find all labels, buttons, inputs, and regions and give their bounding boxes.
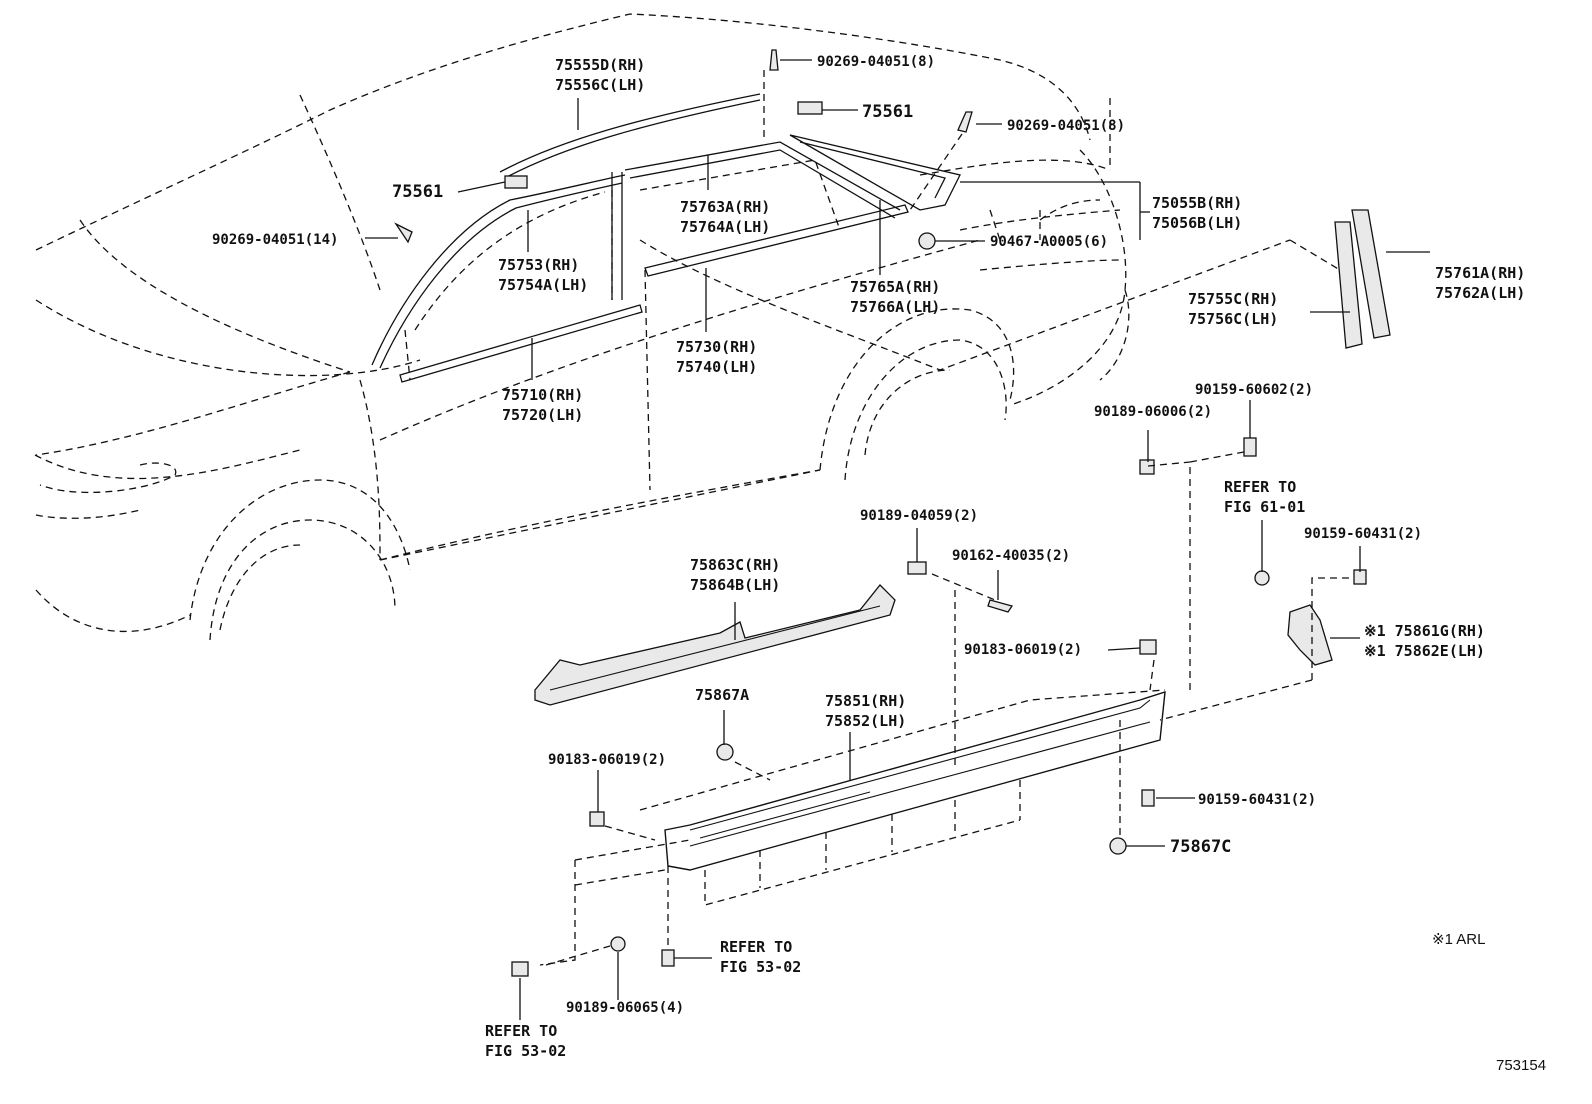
rear-door-frame-moulding [624,141,901,211]
pin-90269-mid [957,111,973,133]
nut-90189-06006 [1139,459,1155,475]
label-75851: 75851(RH) [825,692,906,710]
screw-90162 [987,599,1014,613]
label-75753: 75753(RH) [498,256,579,274]
label-75720: 75720(LH) [502,406,583,424]
quarter-window-moulding [789,134,961,211]
label-75864b: 75864B(LH) [690,576,780,594]
label-75555d: 75555D(RH) [555,56,645,74]
label-75561-top: 75561 [862,102,913,122]
nut-fig61 [1254,570,1270,586]
label-refer-61-line2: FIG 61-01 [1224,498,1305,516]
label-75764a: 75764A(LH) [680,218,770,236]
label-75766a: 75766A(LH) [850,298,940,316]
leader-lines [365,59,1430,1020]
bolt-90159-60431-bottom [1141,789,1155,807]
callout-labels: 75555D(RH) 75556C(LH) 75561 75561 90269-… [212,54,1546,1074]
label-90183-left: 90183-06019(2) [548,752,666,768]
window-mouldings [371,93,961,383]
nut-90183-right [1139,639,1157,655]
label-75056b: 75056B(LH) [1152,214,1242,232]
rocker-panel-parts [534,209,1391,871]
label-75710: 75710(RH) [502,386,583,404]
label-75756c: 75756C(LH) [1188,310,1278,328]
label-75561-left: 75561 [392,182,443,202]
nut-90189-04059 [907,561,927,575]
legend-note: ※1 ARL [1432,931,1485,948]
label-refer-53-right-line1: REFER TO [720,938,792,956]
label-75867c: 75867C [1170,837,1231,857]
label-90269-top: 90269-04051(8) [817,54,935,70]
nut-90183-left [589,811,605,827]
door-frame-garnish-75761 [1351,209,1391,339]
pin-90269-left [394,222,413,244]
label-75861g: ※1 75861G(RH) [1364,622,1485,640]
clip-75561-top [797,101,823,115]
label-90159-60431-top: 90159-60431(2) [1304,526,1422,542]
clip-75867c [1109,837,1127,855]
rear-belt-moulding [644,204,909,277]
label-75867a: 75867A [695,686,749,704]
label-75765a: 75765A(RH) [850,278,940,296]
bolt-90159-60602 [1243,437,1257,457]
label-75852: 75852(LH) [825,712,906,730]
label-75762a: 75762A(LH) [1435,284,1525,302]
label-75763a: 75763A(RH) [680,198,770,216]
label-90183-right: 90183-06019(2) [964,642,1082,658]
label-75755c: 75755C(RH) [1188,290,1278,308]
front-door-frame-moulding [371,174,626,366]
label-75730: 75730(RH) [676,338,757,356]
label-90162: 90162-40035(2) [952,548,1070,564]
bolt-90159-60431-top [1353,569,1367,585]
label-refer-53-left-line2: FIG 53-02 [485,1042,566,1060]
diagram-id: 753154 [1496,1057,1546,1074]
assembly-lines [539,70,1350,966]
label-90269-mid: 90269-04051(8) [1007,118,1125,134]
door-frame-garnish-75755 [1334,221,1363,349]
clip-75867a [716,743,734,761]
label-refer-53-left-line1: REFER TO [485,1022,557,1040]
label-refer-61-line1: REFER TO [1224,478,1296,496]
label-75761a: 75761A(RH) [1435,264,1525,282]
bolt-fig53-right [661,949,675,967]
label-75556c: 75556C(LH) [555,76,645,94]
pin-90269-top [769,49,779,71]
label-75863c: 75863C(RH) [690,556,780,574]
label-75754a: 75754A(LH) [498,276,588,294]
rocker-bracket-75861 [1287,604,1333,666]
label-90159-60602: 90159-60602(2) [1195,382,1313,398]
label-90189-06065: 90189-06065(4) [566,1000,684,1016]
roof-drip-moulding-front [499,93,761,173]
label-90189-04059: 90189-04059(2) [860,508,978,524]
side-step-protector [534,584,896,706]
label-refer-53-right-line2: FIG 53-02 [720,958,801,976]
label-75740: 75740(LH) [676,358,757,376]
car-body-outline [34,13,1291,641]
label-90269-left: 90269-04051(14) [212,232,338,248]
nut-90189-06065 [610,936,626,952]
bolt-fig53-left [511,961,529,977]
fasteners [394,49,1367,977]
label-75862e: ※1 75862E(LH) [1364,642,1485,660]
label-90189-06006: 90189-06006(2) [1094,404,1212,420]
clip-75561-left [504,175,528,189]
front-belt-moulding [399,304,643,383]
label-90159-60431-bottom: 90159-60431(2) [1198,792,1316,808]
clip-90467 [918,232,936,250]
label-90467: 90467-A0005(6) [990,234,1108,250]
label-75055b: 75055B(RH) [1152,194,1242,212]
rocker-panel-moulding [664,691,1166,871]
